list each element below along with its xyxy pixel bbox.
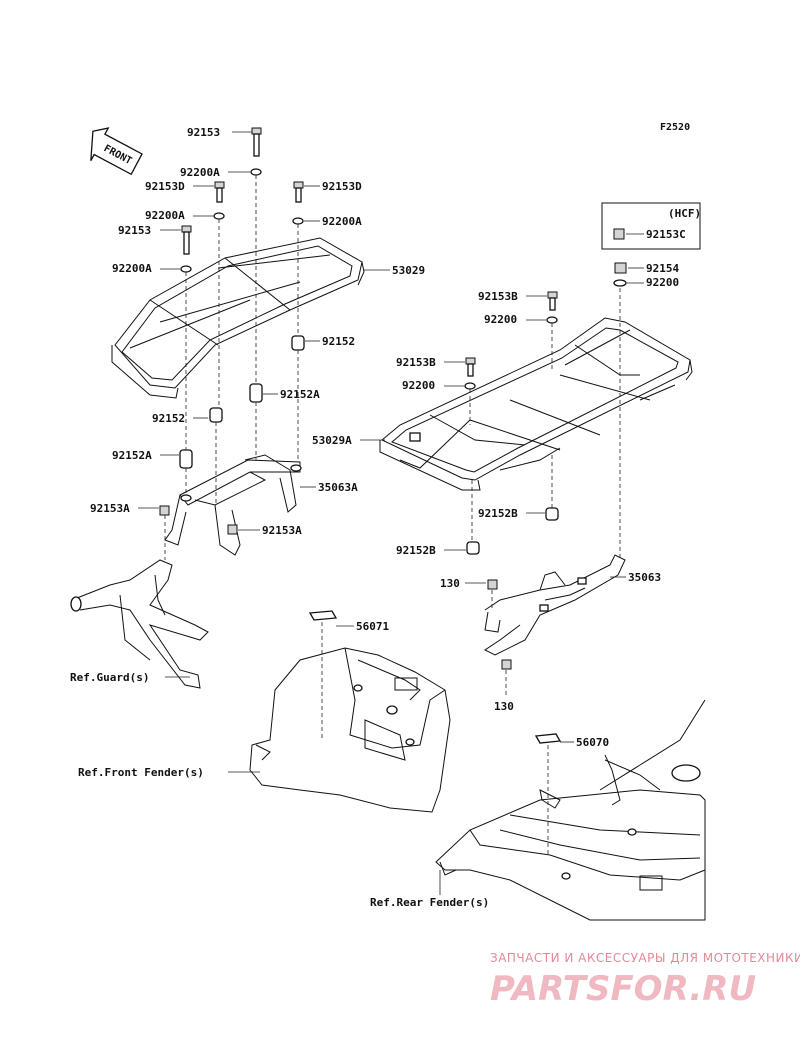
hcf-label: (HCF) [668,207,701,220]
part-label: 92200 [484,313,517,326]
part-label: 92153A [262,524,302,537]
part-label: 92153C [646,228,686,241]
washer-icon [250,168,262,176]
bolt-icon [487,579,498,590]
bolt-icon [614,262,627,274]
decal-icon [308,610,338,621]
part-label: 35063A [318,481,358,494]
guard-reference-label: Ref.Guard(s) [70,671,149,684]
rear-carrier-rack [379,317,693,491]
bolt-icon [227,524,238,535]
washer-icon [213,212,225,220]
part-label: 92153D [145,180,185,193]
washer-icon [292,217,304,225]
bolt-icon [159,505,170,516]
rear-carrier-assembly: (HCF) 92153C 92154 92200 92153B 92200 92… [312,202,701,713]
part-label: 92153 [187,126,220,139]
bolt-icon [501,659,512,670]
front-fender-reference-label: Ref.Front Fender(s) [78,766,204,779]
bolt-icon [181,225,192,255]
decal-icon [534,733,562,744]
part-label: 92152 [152,412,185,425]
part-label: 130 [440,577,460,590]
spacer-icon [179,449,193,469]
part-label: 92153B [396,356,436,369]
part-label: 92152B [396,544,436,557]
part-label: 92154 [646,262,679,275]
rear-bracket [484,554,626,656]
washer-icon [180,265,192,273]
spacer-icon [466,541,480,555]
figure-code: F2520 [660,122,690,133]
part-label: 92152B [478,507,518,520]
front-arrow-icon: FRONT [90,127,143,176]
watermark-tagline: ЗАПЧАСТИ И АКСЕССУАРЫ ДЛЯ МОТОТЕХНИКИ [490,951,800,965]
part-label: 35063 [628,571,661,584]
bolt-icon [251,127,262,157]
bolt-icon [465,357,476,377]
part-label: 92152A [112,449,152,462]
bolt-icon [293,181,304,203]
front-carrier-assembly: 92153 92200A 92153D 92153D 92200A 92200A… [70,126,425,689]
bolt-icon [214,181,225,203]
part-label: 92200A [145,209,185,222]
part-label: 53029 [392,264,425,277]
bolt-icon [547,291,558,311]
part-label: 92153 [118,224,151,237]
part-label: 92152 [322,335,355,348]
spacer-icon [291,335,305,351]
watermark-brand: PARTSFOR.RU [490,969,756,1009]
front-fender-assembly: 56071 Ref.Front Fender(s) [78,610,451,813]
part-label: 92153A [90,502,130,515]
watermark: ЗАПЧАСТИ И АКСЕССУАРЫ ДЛЯ МОТОТЕХНИКИ PA… [490,951,800,1009]
front-carrier-rack [111,237,365,399]
rear-fender-assembly: 56070 Ref.Rear Fender(s) [370,699,706,921]
decal-label: 56071 [356,620,389,633]
washer-icon [546,316,558,324]
part-label: 92200 [402,379,435,392]
spacer-icon [545,507,559,521]
guard-reference-drawing [70,559,209,689]
spacer-icon [249,383,263,403]
decal-label: 56070 [576,736,609,749]
washer-icon [464,382,476,390]
part-label: 92153B [478,290,518,303]
part-label: 92200A [180,166,220,179]
part-label: 130 [494,700,514,713]
rear-fender-reference-label: Ref.Rear Fender(s) [370,896,489,909]
hcf-variant-box [601,202,701,250]
part-label: 92200A [112,262,152,275]
part-label: 92153D [322,180,362,193]
washer-icon [613,279,627,287]
bolt-icon [613,228,625,240]
part-label: 53029A [312,434,352,447]
spacer-icon [209,407,223,423]
part-label: 92152A [280,388,320,401]
part-label: 92200A [322,215,362,228]
part-label: 92200 [646,276,679,289]
front-bracket [164,454,302,556]
